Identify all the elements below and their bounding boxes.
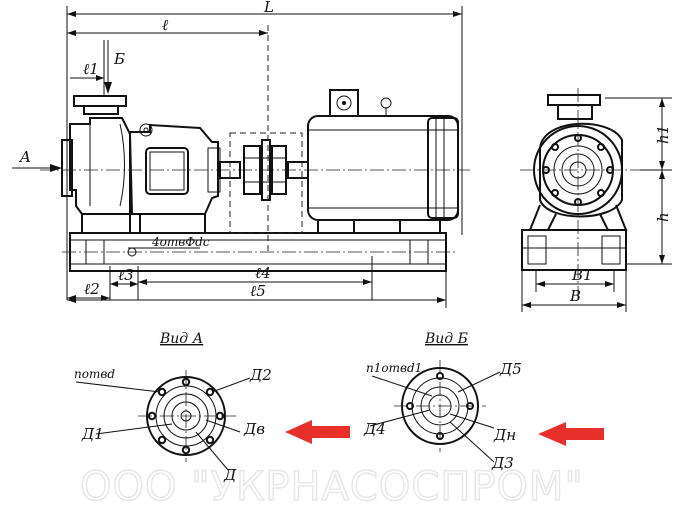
view-b-flange (369, 360, 501, 463)
dimension-h: h (626, 170, 672, 265)
view-a-title: Вид А (159, 331, 203, 347)
base-holes-label: 4отвФdc (151, 235, 210, 249)
view-a-D-label: Д (223, 466, 237, 484)
dim-label-l5: ℓ5 (250, 282, 266, 300)
view-b-Dn-label: Дн (493, 426, 516, 444)
dim-label-l2: ℓ2 (84, 280, 100, 298)
dim-label-l3: ℓ3 (118, 266, 134, 284)
dimension-l4: ℓ4 (138, 256, 373, 300)
company-watermark: ООО "УКРНАСОСПРОМ" (80, 464, 584, 510)
dimension-l1: ℓ1 (70, 40, 105, 97)
dimension-l3: ℓ3 (109, 266, 139, 300)
pump-end-view (520, 88, 640, 300)
view-b-D4-label: Д4 (363, 420, 386, 438)
coupling (219, 132, 309, 234)
dim-label-l4: ℓ4 (255, 264, 271, 282)
highlight-arrow-right (538, 422, 604, 446)
view-a-flange (75, 370, 251, 471)
view-b-D5-label: Д5 (499, 360, 522, 378)
view-a-arrow: A (12, 148, 62, 172)
dim-label-B1: B1 (571, 266, 593, 284)
view-a-D2-label: Д2 (249, 366, 272, 384)
dimension-B1: B1 (535, 266, 615, 292)
view-a-D1-label: Д1 (81, 425, 104, 443)
dim-label-L: L (263, 0, 274, 16)
dim-label-h1: h1 (654, 125, 672, 144)
view-a-arrow-label: A (18, 148, 31, 166)
highlight-arrow-left (285, 420, 350, 444)
dimension-l: ℓ (67, 16, 269, 255)
dimension-L: L (66, 0, 463, 300)
pump-casing (61, 95, 134, 234)
dim-label-l1: ℓ1 (83, 60, 99, 78)
view-b-holes-label: n1отвd1 (366, 361, 422, 375)
dimension-l5: ℓ5 (67, 272, 447, 308)
dim-label-l: ℓ (162, 16, 168, 34)
view-b-D3-label: Д3 (491, 454, 514, 472)
dimension-B: B (521, 270, 627, 312)
view-b-arrow-label: Б (113, 50, 125, 68)
base-holes-callout: 4отвФdc (127, 235, 210, 257)
view-b-arrow: Б (104, 40, 125, 94)
dim-label-h: h (654, 212, 672, 222)
view-b-title: Вид Б (424, 331, 468, 347)
dim-label-B: B (569, 287, 581, 305)
dimension-h1: h1 (605, 97, 672, 171)
view-a-Dv-label: Дв (243, 420, 265, 438)
electric-motor (307, 89, 459, 234)
bearing-housing (129, 123, 221, 233)
view-a-holes-label: nотвd (74, 367, 115, 381)
